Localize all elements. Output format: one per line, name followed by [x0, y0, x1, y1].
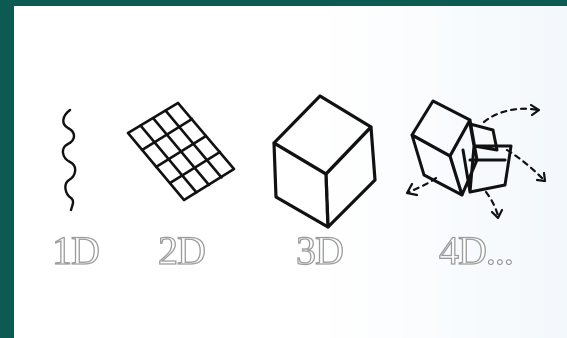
label-3d: 3D	[296, 226, 343, 276]
label-4d: 4D...	[439, 226, 513, 276]
label-1d: 1D	[52, 226, 99, 276]
wavy-line-icon	[63, 110, 75, 210]
grid-plane-icon	[128, 103, 234, 200]
unfolding-tesseract-icon	[407, 101, 545, 218]
cube-icon	[274, 96, 375, 227]
label-2d: 2D	[158, 226, 205, 276]
